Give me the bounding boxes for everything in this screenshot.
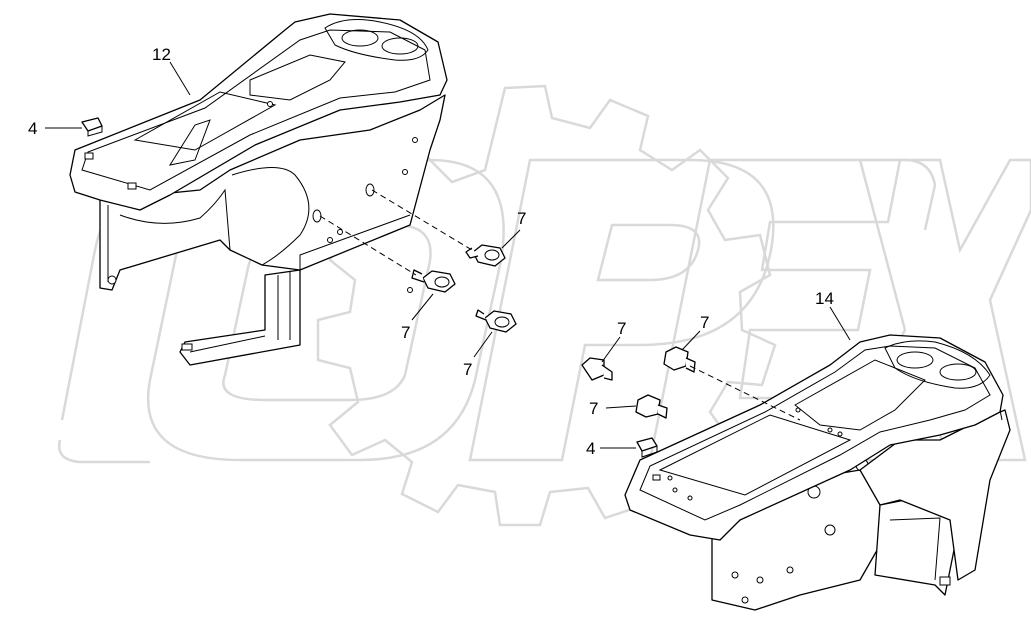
watermark-letter-p — [468, 158, 775, 462]
callout-12: 12 — [152, 45, 171, 64]
console-12-mount-hole-upper — [365, 183, 375, 197]
callout-7-b: 7 — [401, 323, 410, 342]
console-14-top — [624, 334, 1004, 541]
bolt-part-7-f — [635, 394, 668, 419]
callout-7-e: 7 — [700, 313, 709, 332]
console-12-body — [99, 94, 446, 291]
callout-7-a: 7 — [517, 209, 526, 228]
bolt-part-7-a — [465, 244, 506, 267]
clip-part-4-top — [81, 117, 103, 137]
bolt-part-7-d — [581, 357, 613, 381]
alignment-line-right — [689, 365, 801, 421]
callout-4-top: 4 — [28, 119, 37, 138]
callout-14: 14 — [815, 289, 834, 308]
console-14-tower — [859, 409, 1011, 581]
alignment-line-lower — [319, 215, 417, 276]
console-12-stand-slot — [181, 343, 193, 351]
console-14-nut — [824, 524, 836, 536]
callout-7-f: 7 — [589, 399, 598, 418]
console-12-mount-hole-lower — [312, 209, 322, 223]
bolt-part-7-c — [475, 309, 517, 333]
console-part-14 — [624, 334, 1011, 611]
clip-part-4-bottom — [636, 437, 658, 458]
callout-7-d: 7 — [617, 319, 626, 338]
leader-lines — [45, 61, 851, 449]
console-12-bolt-hole — [107, 275, 117, 285]
watermark-frame — [57, 158, 937, 464]
console-12-cupholder — [324, 19, 429, 61]
watermark-gear-outline — [316, 84, 777, 527]
console-12-top — [69, 13, 448, 211]
bolt-part-7-b — [411, 269, 456, 293]
console-part-12 — [69, 13, 448, 366]
callout-4-bottom: 4 — [586, 439, 595, 458]
console-12-stand — [179, 269, 301, 366]
bolt-part-7-e — [663, 346, 696, 373]
console-14-cupholder — [884, 340, 991, 389]
callout-7-c: 7 — [463, 360, 472, 379]
